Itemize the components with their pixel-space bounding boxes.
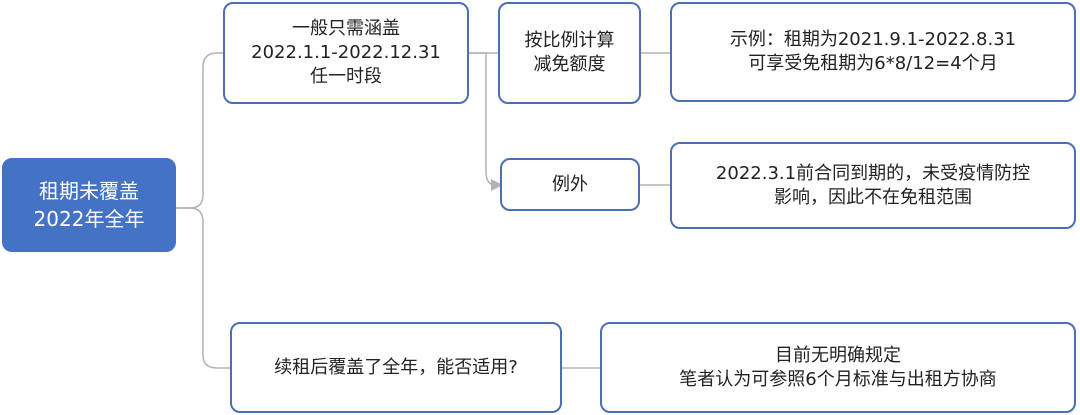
calc-node-line-1: 按比例计算	[524, 30, 615, 51]
root-node-line-2: 2022年全年	[33, 207, 145, 231]
example-node[interactable]: 示例：租期为2021.9.1-2022.8.31 可享受免租期为6*8/12=4…	[670, 2, 1076, 102]
exception-detail-node-line-1: 2022.3.1前合同到期的，未受疫情防控	[715, 162, 1031, 184]
renewal-question-node-line-1: 续租后覆盖了全年，能否适用?	[274, 356, 518, 378]
exception-node[interactable]: 例外	[500, 158, 640, 211]
root-node-line-1: 租期未覆盖	[39, 179, 139, 203]
calc-node[interactable]: 按比例计算 减免额度	[498, 2, 641, 104]
example-node-line-2: 可享受免租期为6*8/12=4个月	[748, 53, 998, 74]
coverage-node-line-2: 2022.1.1-2022.12.31	[251, 42, 441, 63]
renewal-question-node[interactable]: 续租后覆盖了全年，能否适用?	[230, 322, 562, 413]
connector-coverage-to-exception	[469, 52, 503, 191]
root-node[interactable]: 租期未覆盖 2022年全年	[2, 158, 176, 252]
coverage-node-line-1: 一般只需涵盖	[292, 18, 400, 39]
exception-detail-node-line-2: 影响，因此不在免租范围	[774, 186, 972, 208]
coverage-node-line-3: 任一时段	[310, 66, 382, 87]
connector-root-to-renewal	[176, 207, 230, 369]
example-node-line-1: 示例：租期为2021.9.1-2022.8.31	[729, 29, 1017, 50]
connector-root-to-coverage	[176, 52, 223, 209]
renewal-answer-node[interactable]: 目前无明确规定 笔者认为可参照6个月标准与出租方协商	[600, 322, 1076, 413]
coverage-node[interactable]: 一般只需涵盖 2022.1.1-2022.12.31 任一时段	[223, 2, 469, 104]
exception-node-line-1: 例外	[552, 173, 588, 195]
renewal-answer-node-line-1: 目前无明确规定	[775, 344, 901, 366]
exception-detail-node[interactable]: 2022.3.1前合同到期的，未受疫情防控 影响，因此不在免租范围	[670, 142, 1076, 229]
renewal-answer-node-line-2: 笔者认为可参照6个月标准与出租方协商	[679, 368, 997, 390]
calc-node-line-2: 减免额度	[533, 54, 606, 75]
